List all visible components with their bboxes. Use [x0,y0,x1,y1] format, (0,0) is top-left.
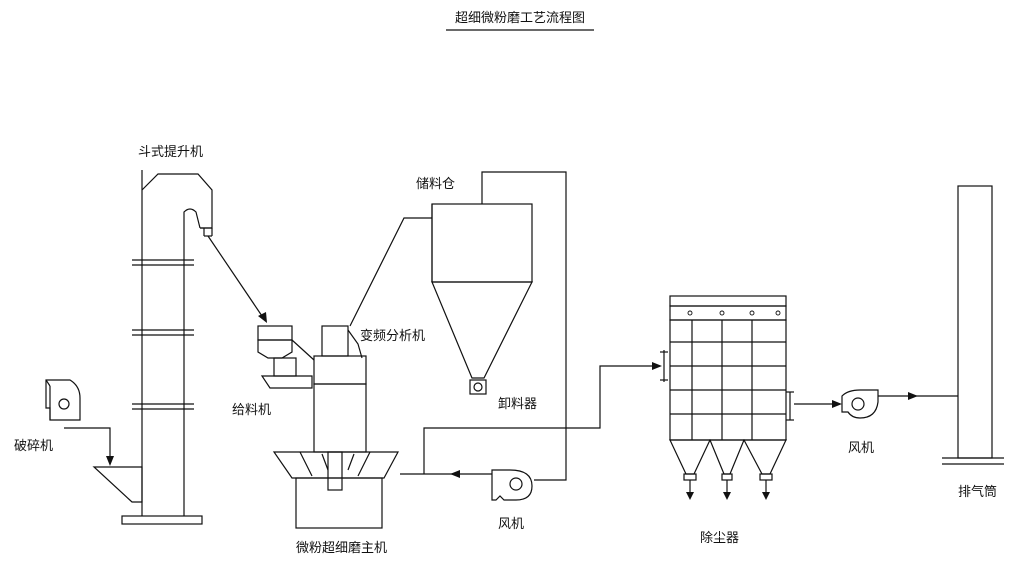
label-discharger: 卸料器 [498,396,537,412]
label-feeder: 给料机 [232,403,271,418]
label-main-mill: 微粉超细磨主机 [296,541,387,556]
flow-elevator-to-feeder [207,235,263,317]
storage-bin [431,171,567,481]
label-fan-main: 风机 [498,517,524,532]
label-crusher: 破碎机 [14,439,53,454]
flow-classifier-to-bin [349,217,432,327]
label-bucket-elevator: 斗式提升机 [138,144,203,160]
flow-crusher-to-hopper [64,427,111,460]
dust-collector [660,295,794,500]
diagram-title: 超细微粉磨工艺流程图 [455,11,585,26]
bucket-elevator [121,170,213,525]
flow-mill-to-dust-collector [423,365,660,474]
label-storage-bin: 储料仓 [416,177,455,192]
fan-exhaust [841,389,879,419]
label-fan-exhaust: 风机 [848,441,874,456]
label-dust-collector: 除尘器 [700,531,739,546]
crusher [45,379,81,421]
inlet-hopper [92,466,143,503]
chimney [942,185,1004,465]
fan-main [491,469,533,501]
feeder [257,325,315,389]
label-vfd-classifier: 变频分析机 [360,328,425,344]
label-chimney: 排气筒 [958,484,997,500]
main-mill [272,325,400,529]
